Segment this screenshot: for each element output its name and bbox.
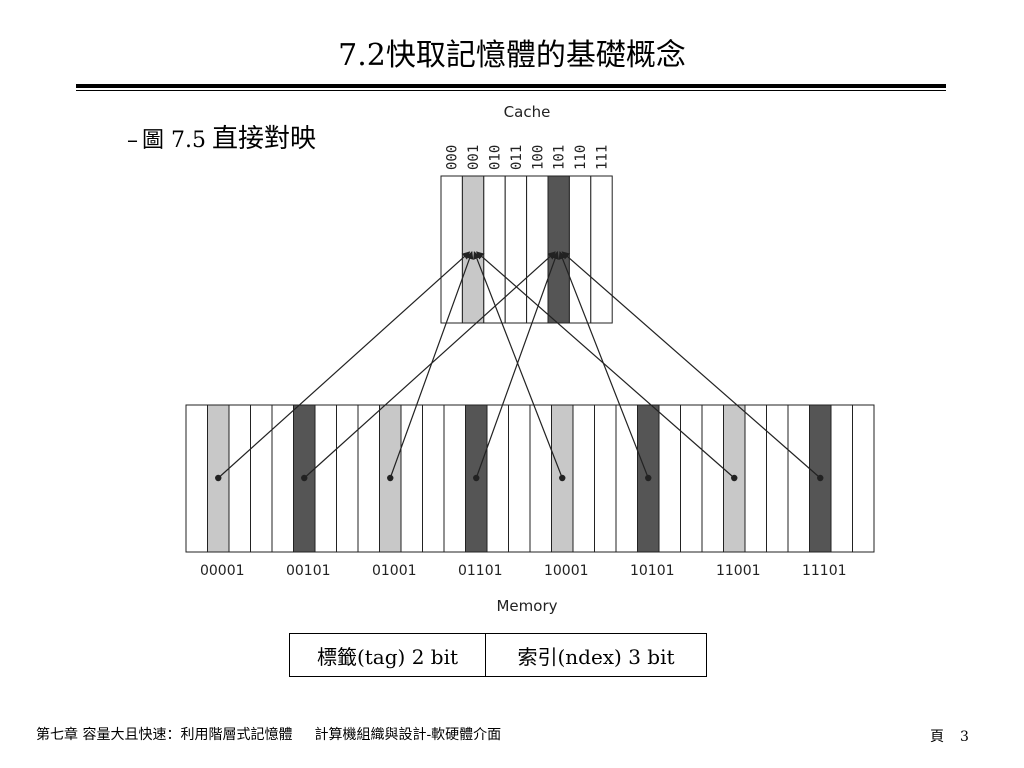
bullet-dash: –: [127, 128, 138, 153]
memory-block: [400, 404, 423, 553]
memory-array: 00001 00101 01001 01101 10001 10101 11001 11101: [185, 404, 875, 579]
memory-block: [852, 404, 875, 553]
title-rule-thin: [76, 90, 946, 91]
cache-index-label: 100: [530, 145, 546, 170]
mapping-arrows: [215, 251, 824, 482]
title-rule-thick: [76, 84, 946, 88]
memory-block: [228, 404, 251, 553]
cache-index-label: 011: [509, 145, 525, 170]
memory-block: [508, 404, 531, 553]
memory-block: [615, 404, 638, 553]
memory-block: [680, 404, 703, 553]
cache-block-001: [461, 175, 485, 324]
memory-block: [572, 404, 595, 553]
memory-block: [185, 404, 208, 553]
memory-block: [422, 404, 445, 553]
cache-index-label: 101: [552, 145, 568, 170]
memory-label: Memory: [496, 597, 557, 615]
memory-block: [443, 404, 466, 553]
mapping-arrow: [561, 251, 821, 479]
index-bits-cell: 索引(ndex) 3 bit: [517, 644, 675, 669]
memory-block: [314, 404, 337, 553]
footer-page-number: 3: [960, 729, 969, 745]
mapping-arrow: [558, 251, 649, 479]
footer-book-title: 計算機組織與設計-軟硬體介面: [314, 727, 502, 743]
memory-block: [744, 404, 767, 553]
memory-block: [830, 404, 853, 553]
cache-block-111: [590, 175, 613, 324]
memory-address-label: 00001: [200, 563, 245, 579]
memory-address-label: 10101: [630, 563, 675, 579]
cache-array: 000 001 010 011 100 101 110 111: [440, 145, 613, 324]
memory-address-label: 11101: [802, 563, 847, 579]
footer-page-label: 頁: [930, 729, 944, 745]
memory-block: [787, 404, 810, 553]
address-bits-table: 標籤(tag) 2 bit 索引(ndex) 3 bit: [289, 633, 707, 677]
cache-block-101: [547, 175, 570, 324]
figure-name: 直接對映: [211, 124, 316, 154]
footer-chapter: 第七章 容量大且快速：利用階層式記憶體 計算機組織與設計-軟硬體介面: [36, 724, 501, 744]
cache-block-010: [483, 175, 506, 324]
mapping-arrow: [473, 251, 563, 479]
memory-address-label: 00101: [286, 563, 331, 579]
cache-block-100: [526, 175, 549, 324]
memory-block: [701, 404, 724, 553]
memory-block: [766, 404, 789, 553]
memory-block: [486, 404, 509, 553]
cache-index-label: 111: [595, 145, 611, 170]
cache-index-label: 001: [466, 145, 482, 170]
mapping-arrow: [475, 251, 735, 479]
cache-block-110: [568, 175, 592, 324]
memory-address-label: 11001: [716, 563, 761, 579]
cache-block-000: [440, 175, 463, 324]
memory-address-label: 01001: [372, 563, 417, 579]
memory-address-label: 10001: [544, 563, 589, 579]
mapping-arrow: [303, 251, 556, 479]
mapping-arrow: [389, 251, 474, 479]
mapping-arrow: [217, 251, 471, 479]
cache-index-label: 000: [445, 145, 461, 170]
figure-number: 圖 7.5: [142, 128, 206, 153]
memory-block: [529, 404, 552, 553]
cache-label: Cache: [504, 103, 551, 121]
tag-bits-cell: 標籤(tag) 2 bit: [290, 634, 486, 676]
mapping-arrow: [475, 251, 559, 479]
cache-index-label: 010: [488, 145, 504, 170]
memory-block: [658, 404, 681, 553]
cache-index-label: 110: [573, 145, 589, 170]
slide-title: 7.2快取記憶體的基礎概念: [338, 38, 686, 73]
memory-block: [336, 404, 359, 553]
footer-chapter-text: 第七章 容量大且快速：利用階層式記憶體: [36, 727, 293, 743]
memory-address-label: 01101: [458, 563, 503, 579]
memory-block: [250, 404, 273, 553]
memory-block: [594, 404, 617, 553]
cache-block-011: [504, 175, 528, 324]
